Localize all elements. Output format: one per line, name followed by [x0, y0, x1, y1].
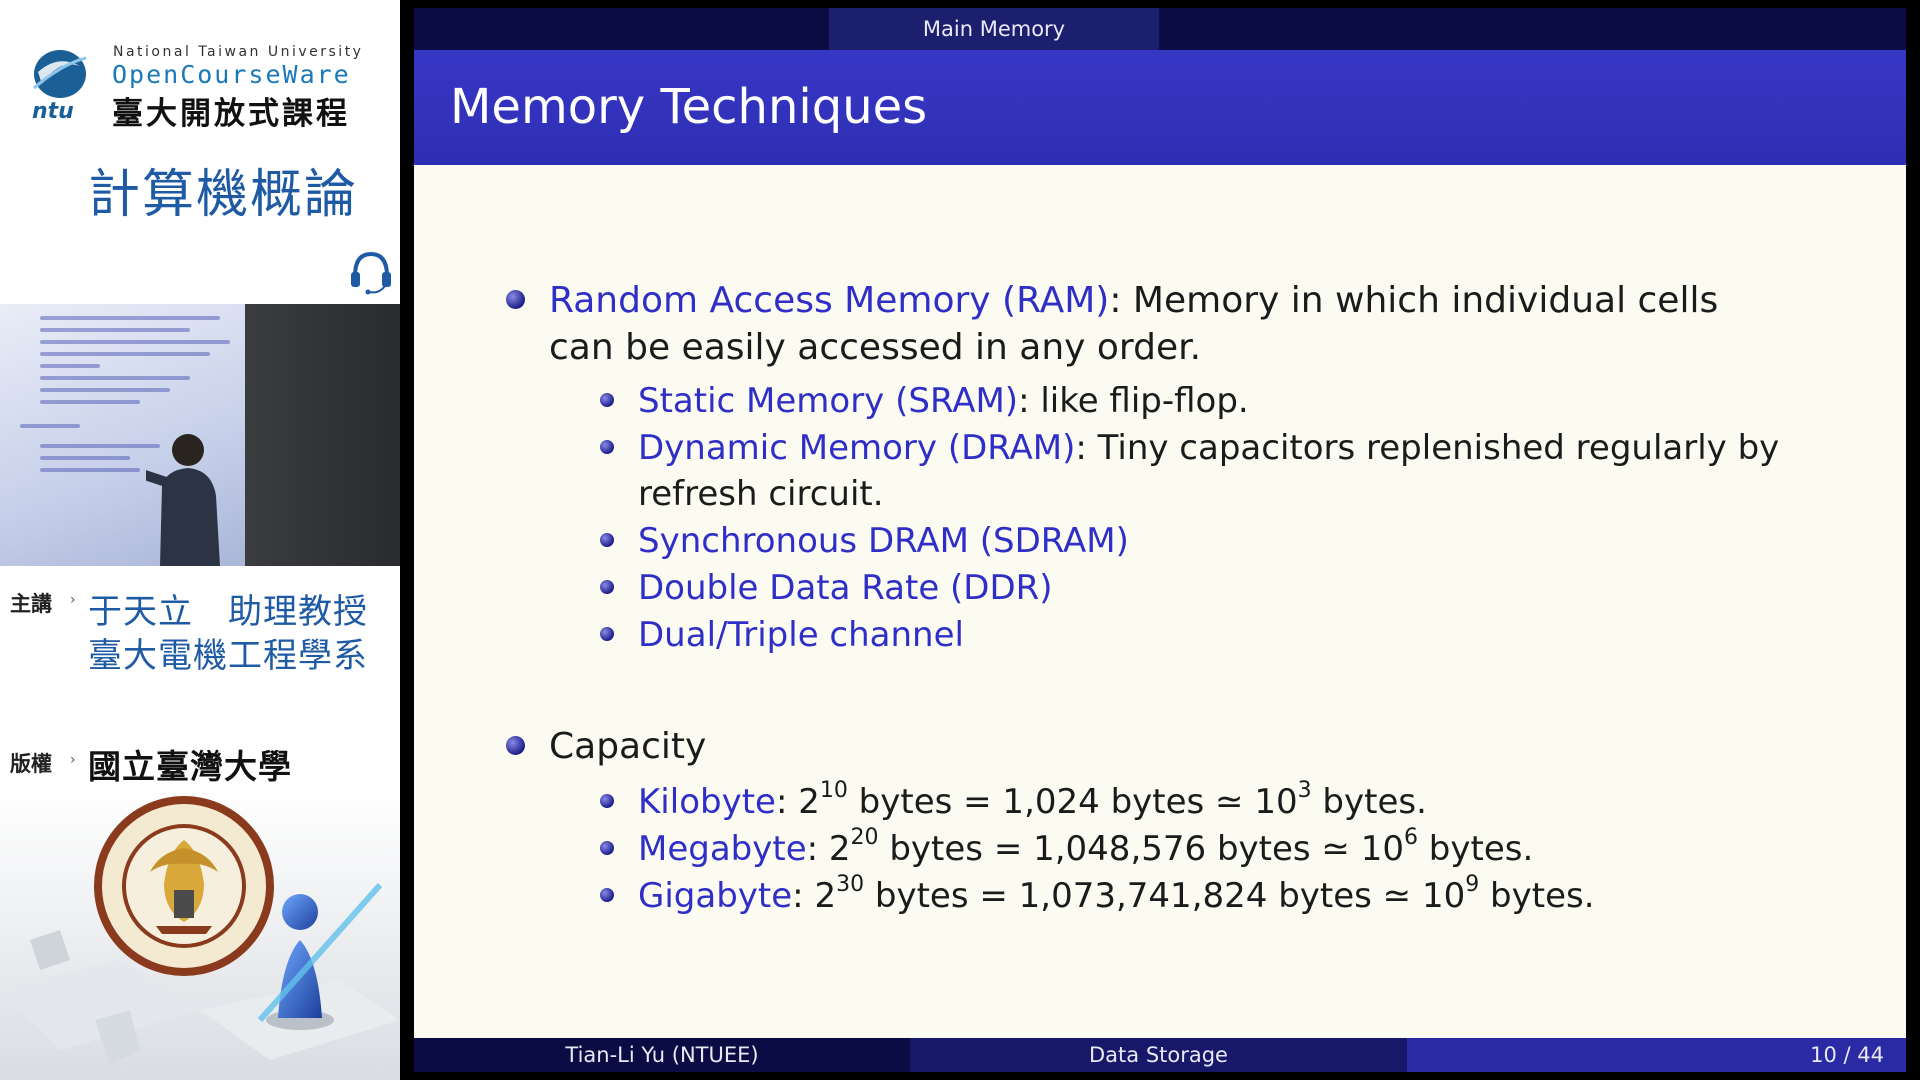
- instructor-arrow-icon: ›: [70, 592, 76, 608]
- list-item: Static Memory (SRAM): like flip-flop.: [638, 378, 1249, 425]
- gigabyte-decimal-exponent: 9: [1465, 871, 1480, 897]
- ram-description: : Memory in which individual cells: [1109, 280, 1719, 321]
- sdram-term: Synchronous DRAM (SDRAM): [638, 521, 1129, 561]
- lecture-video[interactable]: [0, 304, 400, 566]
- copyright-arrow-icon: ›: [70, 752, 76, 768]
- bullet-icon: [506, 736, 525, 755]
- kilobyte-base: 2: [798, 782, 820, 822]
- slide-footer: Tian-Li Yu (NTUEE) Data Storage 10 / 44: [414, 1038, 1906, 1072]
- list-item: Double Data Rate (DDR): [638, 565, 1053, 612]
- channel-term: Dual/Triple channel: [638, 615, 964, 655]
- footer-page-number: 10 / 44: [1407, 1038, 1906, 1072]
- ocw-chinese-name: 臺大開放式課程: [112, 96, 350, 132]
- instructor-label: 主講: [10, 592, 52, 616]
- blackboard: [245, 304, 400, 566]
- copyright-holder: 國立臺灣大學: [88, 747, 292, 786]
- sub-bullet-icon: [600, 440, 614, 454]
- list-item: Dual/Triple channel: [638, 612, 964, 659]
- gigabyte-equation: bytes = 1,073,741,824 bytes ≃ 10: [864, 876, 1466, 916]
- capacity-heading: Capacity: [549, 726, 707, 767]
- instructor-department: 臺大電機工程學系: [88, 636, 368, 676]
- headset-icon[interactable]: [345, 244, 397, 296]
- sub-bullet-icon: [600, 794, 614, 808]
- megabyte-decimal-exponent: 6: [1404, 824, 1418, 850]
- sub-bullet-icon: [600, 580, 614, 594]
- list-item: Megabyte: 220 bytes = 1,048,576 bytes ≃ …: [638, 826, 1533, 873]
- ntu-ocw-logo: ntu: [32, 50, 87, 122]
- footer-topic: Data Storage: [910, 1038, 1407, 1072]
- sram-term: Static Memory (SRAM): [638, 381, 1019, 421]
- sub-bullet-icon: [600, 393, 614, 407]
- ntu-seal-logo: [94, 796, 274, 976]
- kilobyte-exponent: 10: [819, 777, 848, 803]
- list-item: Dynamic Memory (DRAM): Tiny capacitors r…: [638, 425, 1779, 472]
- gigabyte-base: 2: [814, 876, 837, 916]
- megabyte-equation: bytes = 1,048,576 bytes ≃ 10: [878, 829, 1404, 869]
- colon-separator: :: [792, 876, 815, 916]
- megabyte-term: Megabyte: [638, 829, 807, 869]
- copyright-label: 版權: [10, 752, 52, 776]
- sub-bullet-icon: [600, 841, 614, 855]
- sram-description: : like flip-flop.: [1018, 381, 1249, 421]
- bullet-icon: [506, 290, 525, 309]
- kilobyte-unit: bytes.: [1311, 782, 1427, 822]
- presentation-slide: Main Memory Memory Techniques Random Acc…: [414, 8, 1906, 1072]
- ram-bullet: Random Access Memory (RAM): Memory in wh…: [549, 277, 1718, 324]
- ram-description-continued: can be easily accessed in any order.: [549, 327, 1202, 368]
- colon-separator: :: [775, 782, 799, 822]
- kilobyte-decimal-exponent: 3: [1297, 777, 1312, 803]
- ram-term: Random Access Memory (RAM): [549, 280, 1110, 321]
- section-nav-item[interactable]: Main Memory: [829, 8, 1159, 50]
- megabyte-base: 2: [828, 829, 851, 869]
- ocw-name: OpenCourseWare: [112, 60, 351, 89]
- megabyte-unit: bytes.: [1418, 829, 1534, 869]
- kilobyte-term: Kilobyte: [638, 782, 776, 822]
- dram-term: Dynamic Memory (DRAM): [638, 428, 1076, 468]
- course-info-panel: ntu National Taiwan University OpenCours…: [0, 0, 400, 1080]
- sub-bullet-icon: [600, 627, 614, 641]
- dram-description-continued: refresh circuit.: [638, 474, 884, 514]
- slide-body: Random Access Memory (RAM): Memory in wh…: [414, 165, 1906, 1043]
- svg-text:ntu: ntu: [32, 99, 74, 122]
- sub-bullet-icon: [600, 888, 614, 902]
- slide-navigation-bar: Main Memory: [414, 8, 1906, 50]
- kilobyte-equation: bytes = 1,024 bytes ≃ 10: [847, 782, 1298, 822]
- slide-title-bar: [414, 50, 1906, 165]
- gigabyte-term: Gigabyte: [638, 876, 793, 916]
- gigabyte-exponent: 30: [836, 871, 865, 897]
- instructor-name: 于天立 助理教授: [88, 592, 368, 632]
- course-title: 計算機概論: [88, 165, 359, 225]
- dram-description: : Tiny capacitors replenished regularly …: [1075, 428, 1780, 468]
- university-name: National Taiwan University: [113, 44, 364, 60]
- slide-title: Memory Techniques: [450, 79, 928, 135]
- colon-separator: :: [806, 829, 829, 869]
- lecturer-figure: [146, 434, 220, 566]
- ddr-term: Double Data Rate (DDR): [638, 568, 1053, 608]
- list-item: Kilobyte: 210 bytes = 1,024 bytes ≃ 103 …: [638, 779, 1427, 826]
- megabyte-exponent: 20: [850, 824, 879, 850]
- footer-author: Tian-Li Yu (NTUEE): [414, 1038, 910, 1072]
- list-item: Gigabyte: 230 bytes = 1,073,741,824 byte…: [638, 873, 1595, 920]
- list-item: Synchronous DRAM (SDRAM): [638, 518, 1129, 565]
- sub-bullet-icon: [600, 533, 614, 547]
- gigabyte-unit: bytes.: [1479, 876, 1595, 916]
